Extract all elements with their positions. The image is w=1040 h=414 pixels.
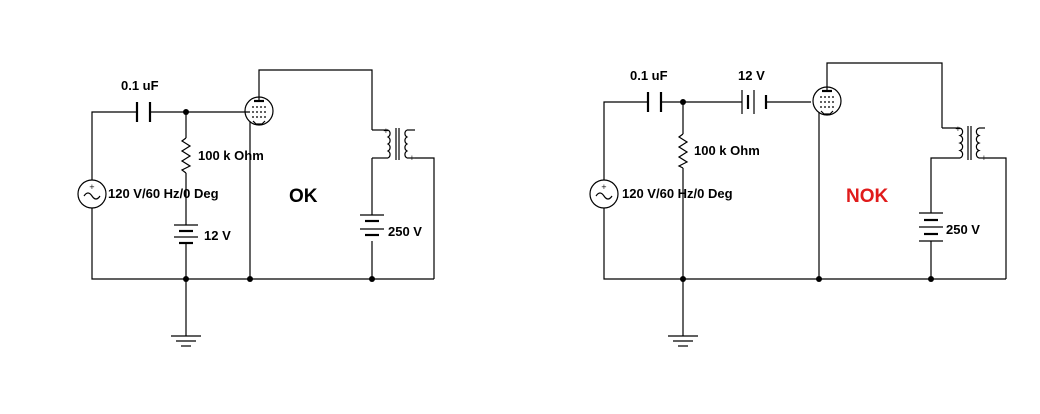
junction-dot — [183, 109, 189, 115]
grid-battery — [174, 224, 198, 245]
wire — [930, 157, 942, 213]
wire — [985, 157, 1007, 279]
resistor-label: 100 k Ohm — [198, 148, 264, 163]
junction-dot — [183, 276, 189, 282]
capacitor — [135, 102, 152, 122]
plate-battery — [919, 212, 943, 242]
svg-text:+: + — [409, 154, 415, 162]
wire — [603, 101, 648, 180]
junction-dot — [680, 99, 686, 105]
vacuum-tube — [244, 95, 274, 126]
resistor-label: 100 k Ohm — [694, 143, 760, 158]
capacitor — [646, 92, 663, 112]
capacitor-label: 0.1 uF — [630, 68, 668, 83]
plate-battery-label: 250 V — [946, 222, 980, 237]
grid-battery-label: 12 V — [204, 228, 231, 243]
source-label: 120 V/60 Hz/0 Deg — [622, 186, 733, 201]
svg-text:+: + — [601, 183, 607, 191]
ground-symbol — [668, 335, 698, 347]
junction-dot — [369, 276, 375, 282]
status-label: NOK — [846, 186, 889, 207]
transformer: + + — [942, 125, 987, 162]
wire — [603, 208, 1006, 280]
series-battery — [741, 90, 768, 114]
plate-battery — [360, 214, 384, 237]
junction-dot — [680, 276, 686, 282]
series-battery-label: 12 V — [738, 68, 765, 83]
wire — [91, 208, 434, 280]
plate-battery-label: 250 V — [388, 224, 422, 239]
capacitor-label: 0.1 uF — [121, 78, 159, 93]
junction-dot — [247, 276, 253, 282]
wire — [415, 157, 435, 279]
circuit-ok: + — [77, 69, 435, 347]
ac-source: + — [589, 179, 619, 209]
wire — [258, 69, 373, 130]
source-label: 120 V/60 Hz/0 Deg — [108, 186, 219, 201]
svg-text:+: + — [981, 154, 987, 162]
svg-text:+: + — [383, 127, 389, 135]
status-label: OK — [289, 186, 318, 207]
wire — [91, 111, 137, 180]
resistor — [677, 133, 689, 169]
svg-text:+: + — [955, 125, 961, 133]
resistor — [180, 137, 192, 174]
ac-source: + — [77, 179, 107, 209]
junction-dot — [816, 276, 822, 282]
svg-text:+: + — [89, 183, 95, 191]
circuit-nok: + + — [589, 62, 1007, 347]
junction-dot — [928, 276, 934, 282]
wire — [826, 62, 943, 128]
transformer: + + — [372, 127, 415, 162]
vacuum-tube — [812, 86, 842, 116]
ground-symbol — [171, 335, 201, 347]
